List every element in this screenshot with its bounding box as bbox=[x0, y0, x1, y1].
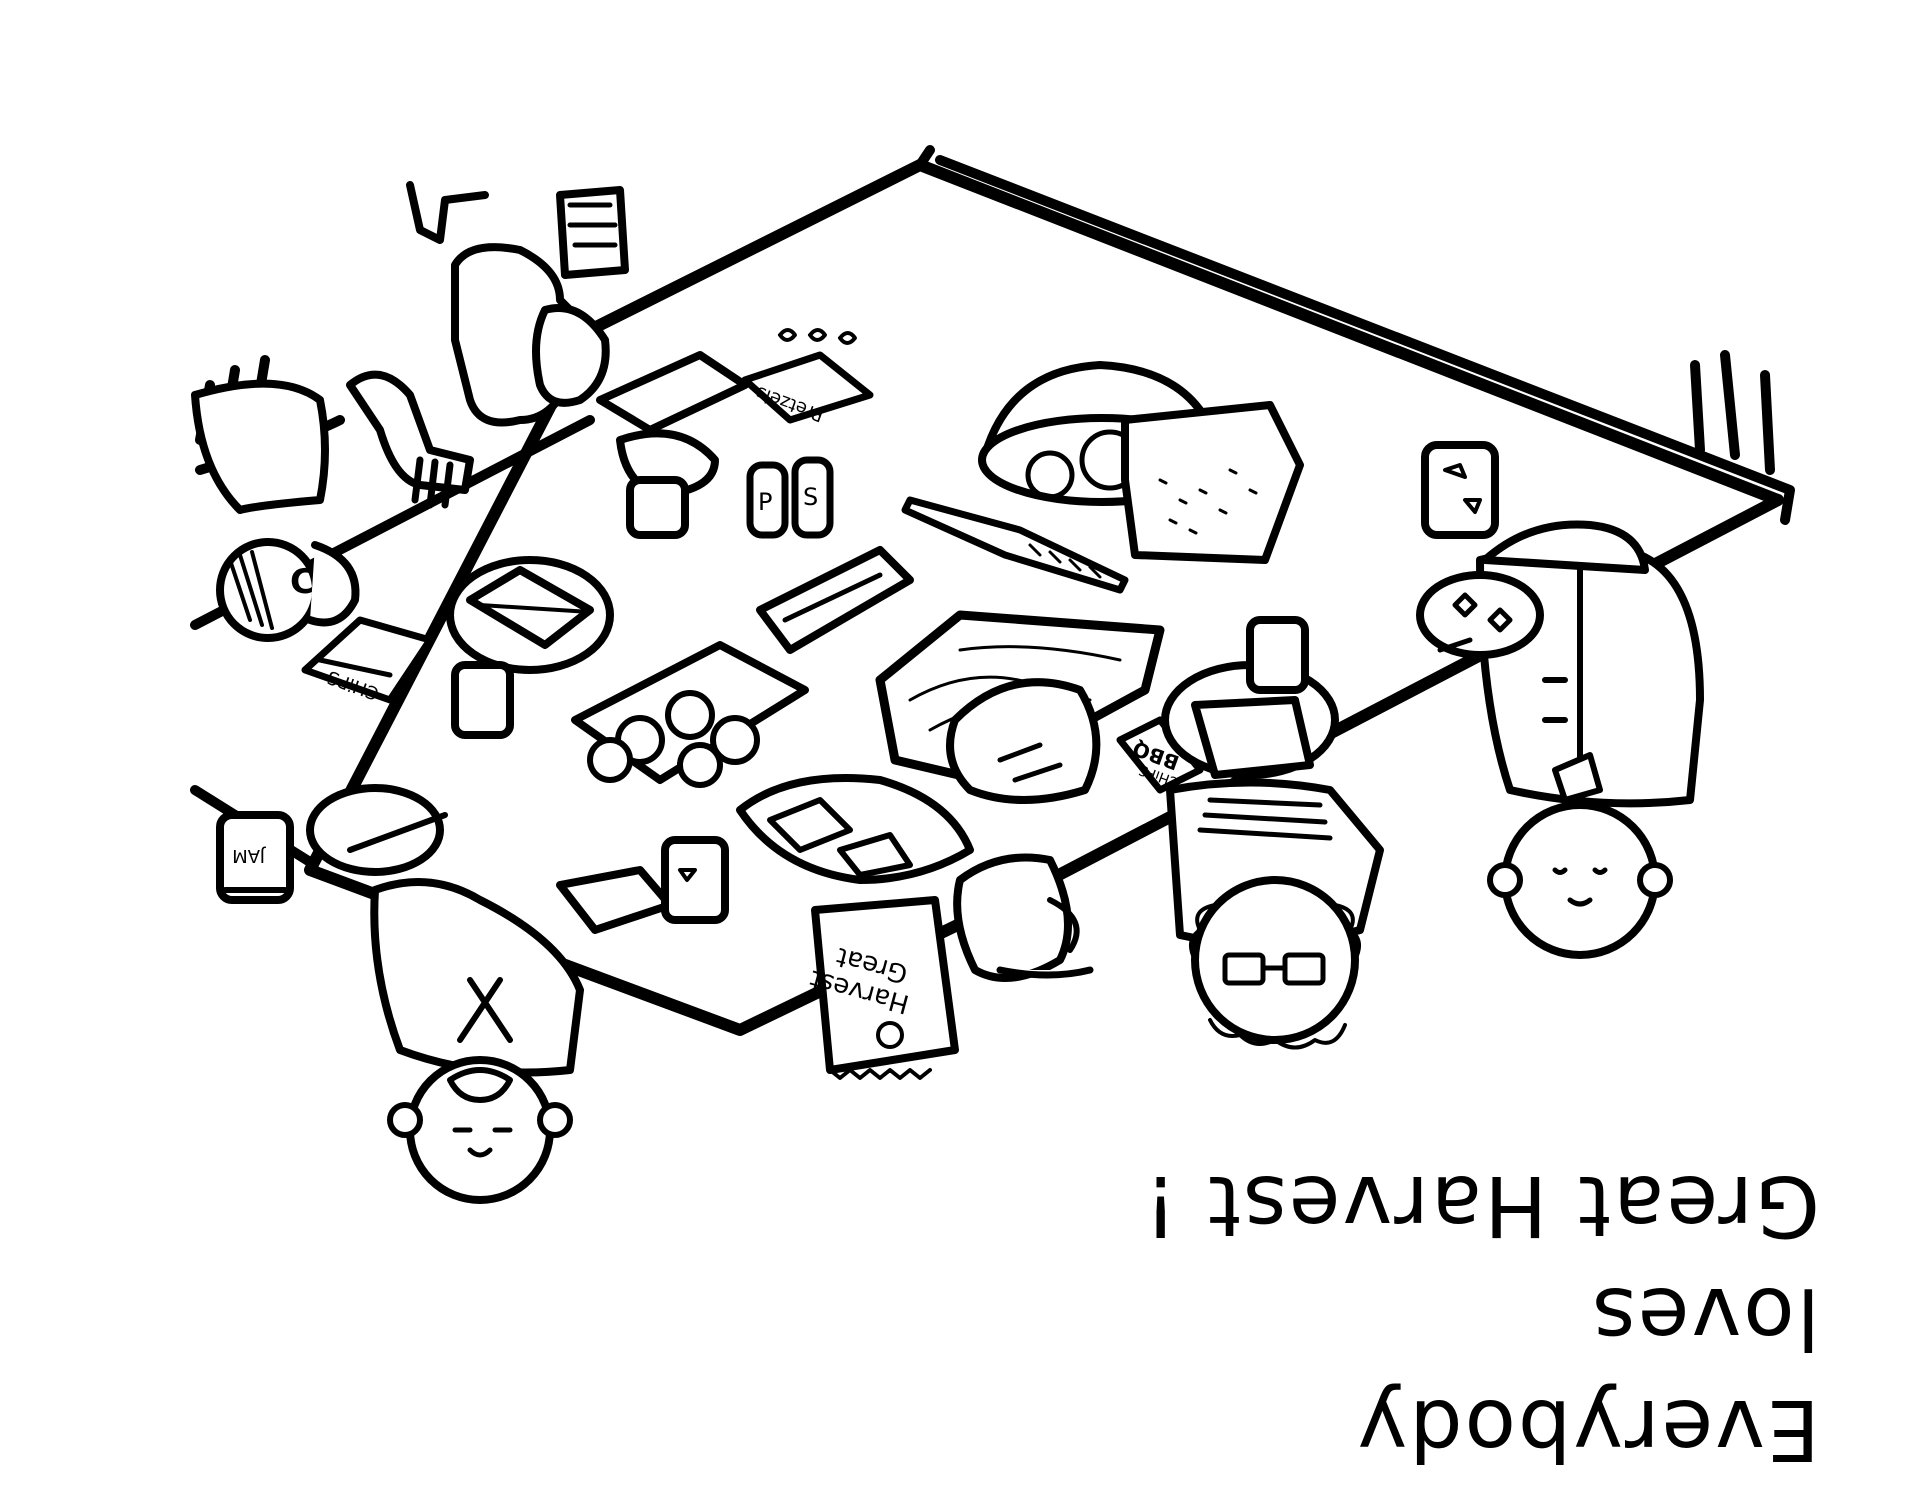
caption-text: Everybody loves Great Harvest ! bbox=[1100, 1150, 1820, 1486]
sandwich-and-glass-bottom bbox=[556, 836, 729, 934]
bread-knife bbox=[901, 496, 1129, 594]
brownie-tray bbox=[736, 774, 974, 884]
sandwich-plate-left bbox=[446, 556, 614, 739]
person-left-c-shirt: C bbox=[191, 379, 360, 642]
chips-bag-left: CHiPS bbox=[301, 616, 434, 704]
water-pitcher bbox=[953, 853, 1094, 982]
loaf-pan bbox=[756, 546, 914, 654]
person-bottom-left bbox=[370, 878, 584, 1204]
pie-plate bbox=[946, 678, 1101, 804]
plate-with-knife bbox=[306, 784, 448, 876]
sandwich-box-top bbox=[596, 351, 749, 539]
shirt-letter: C bbox=[290, 562, 315, 602]
bbq-chips-and-sandwich: BBQ CHiPS bbox=[1116, 616, 1339, 794]
person-right bbox=[1476, 520, 1704, 959]
caption-line-1: Everybody loves bbox=[1355, 1269, 1820, 1479]
pepper-label: P bbox=[758, 488, 772, 516]
glass-top-right bbox=[1421, 441, 1499, 539]
rice-dish bbox=[1121, 401, 1304, 564]
great-harvest-bag: Great Harvest bbox=[807, 896, 959, 1080]
pretzels-bag: Pretzels bbox=[741, 328, 874, 426]
salt-and-pepper: P S bbox=[746, 456, 834, 539]
jam-jar: JAM bbox=[216, 811, 294, 904]
salad-plate-right bbox=[1416, 571, 1544, 659]
person-bottom-right-glasses bbox=[1166, 778, 1384, 1050]
salt-label: S bbox=[803, 483, 818, 511]
jam-label: JAM bbox=[232, 845, 266, 866]
caption-line-2: Great Harvest ! bbox=[1141, 1157, 1820, 1255]
person-top-left bbox=[346, 181, 629, 509]
cookies-bag bbox=[571, 641, 809, 788]
